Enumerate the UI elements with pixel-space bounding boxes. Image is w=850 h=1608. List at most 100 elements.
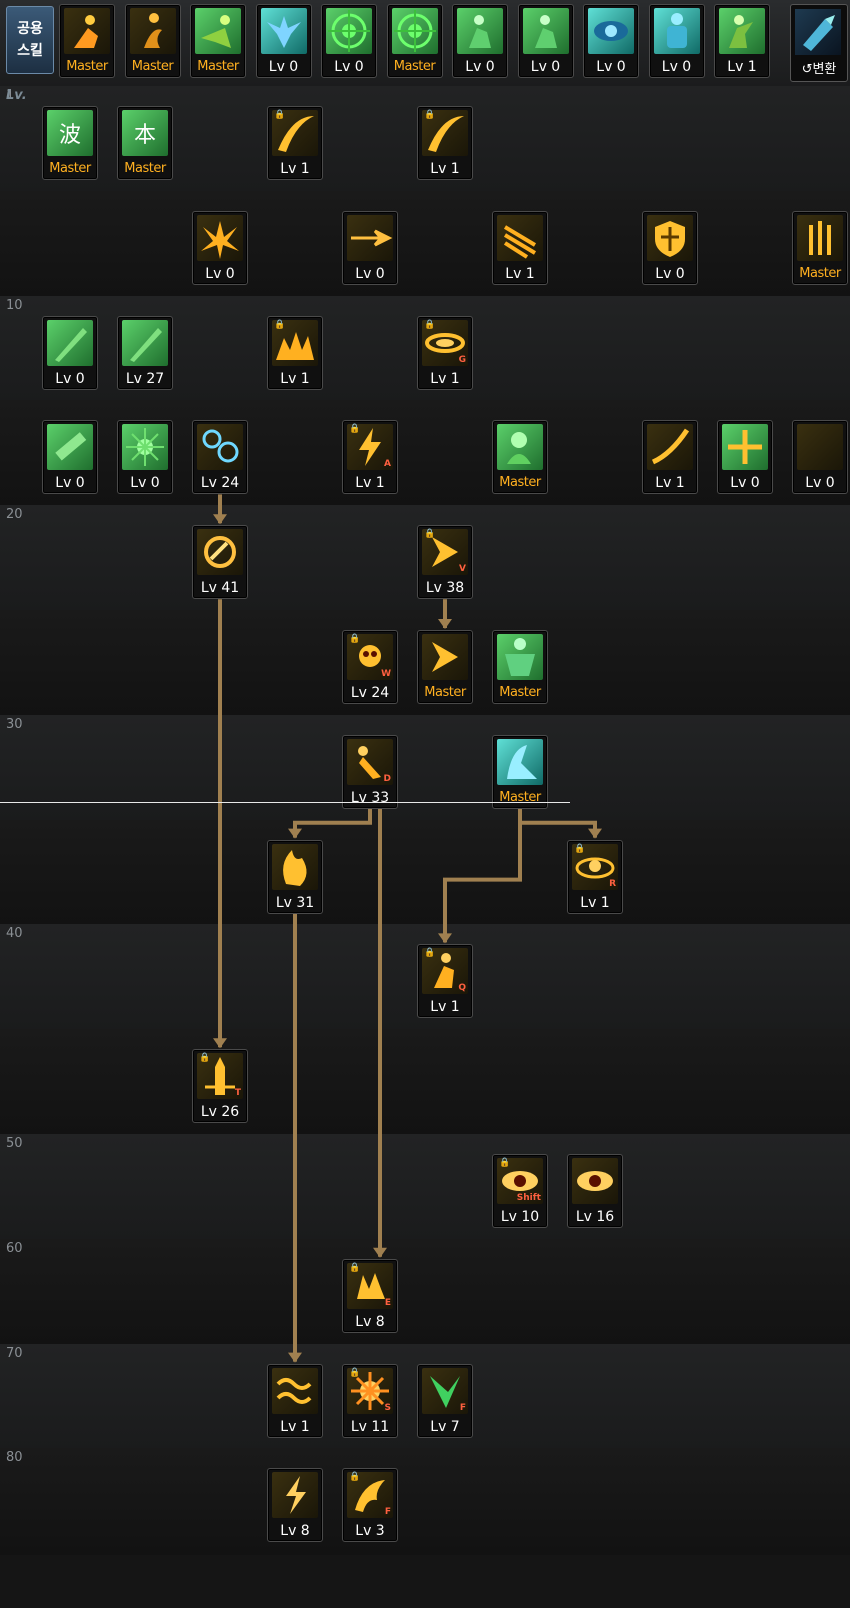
skill-slot[interactable]: Lv 27 (117, 315, 173, 390)
target-icon (326, 8, 372, 54)
skill-level-label: Lv 1 (580, 894, 610, 911)
skill-slot[interactable]: Lv 16 (567, 1154, 623, 1228)
lock-icon: 🔒 (499, 1158, 511, 1168)
lock-icon: 🔒 (274, 110, 286, 120)
rising-figure-icon (64, 8, 110, 54)
skill-level-label: Master (197, 59, 239, 74)
skill-level-label: Master (499, 685, 541, 700)
skill-level-label: Lv 33 (350, 789, 390, 806)
skill-slot[interactable]: 🔒 Lv 1 (267, 106, 323, 180)
skill-slot[interactable]: Lv 0 (192, 210, 248, 285)
hotkey-badge: W (381, 669, 391, 679)
sword-icon (47, 319, 93, 366)
shared-skill-slot[interactable]: Lv 0 (517, 4, 574, 78)
level-number: 70 (6, 1345, 23, 1361)
shared-skill-slot[interactable]: Lv 0 (255, 4, 312, 78)
swap-skill-icon (795, 9, 841, 55)
skill-slot[interactable]: Lv 31 (267, 839, 323, 914)
skill-slot[interactable]: Lv 0 (42, 420, 98, 495)
convert-button[interactable]: ↺변환 (790, 4, 848, 82)
shared-skill-slot[interactable]: Master (59, 4, 115, 78)
lock-icon: 🔒 (424, 319, 436, 330)
skill-slot[interactable]: Lv 0 (642, 210, 698, 285)
skill-level-label: Lv 0 (596, 59, 626, 75)
shared-skill-slot[interactable]: Lv 1 (714, 4, 770, 78)
shared-label-line1: 공용 (17, 21, 43, 37)
hotkey-badge: Shift (516, 1193, 541, 1203)
chevron-dash-icon (422, 634, 468, 680)
skill-slot[interactable]: Lv 1 (642, 420, 698, 495)
skill-slot[interactable]: Lv 0 (792, 420, 848, 495)
skill-slot[interactable]: Lv 24 (192, 420, 248, 495)
skill-slot[interactable]: Master (492, 734, 548, 809)
level-number: 20 (6, 507, 23, 523)
skill-slot[interactable]: Master (417, 630, 473, 704)
skill-slot[interactable]: 🔒Lv 1 (417, 106, 473, 180)
skill-level-label: Lv 24 (200, 475, 240, 492)
skill-level-label: Lv 0 (530, 59, 561, 75)
skill-slot[interactable]: Lv 0 (42, 315, 98, 390)
claw-strike-icon (497, 214, 543, 261)
skill-slot[interactable]: Lv 1 (492, 210, 548, 285)
lock-icon: 🔒 (349, 424, 361, 435)
skill-slot[interactable]: Lv 8 (267, 1468, 323, 1543)
skill-slot[interactable]: Master (492, 420, 548, 495)
lightning-icon (347, 424, 393, 471)
lock-icon: 🔒 (574, 843, 586, 854)
pillar-flame-icon (197, 1053, 243, 1100)
lightning-fist-icon (272, 1472, 318, 1519)
skill-level-label: Lv 0 (205, 265, 235, 282)
skill-level-label: Lv 1 (280, 161, 310, 177)
shared-skill-slot[interactable]: Master (190, 4, 246, 78)
skill-level-label: Master (66, 59, 108, 74)
orbit-strike-icon (572, 843, 618, 890)
shared-skill-slot[interactable]: Master (124, 4, 181, 78)
skill-level-label: Master (49, 161, 91, 176)
eye-icon (572, 1158, 618, 1204)
skull-flame-icon (347, 634, 393, 680)
shared-skill-slot[interactable]: Lv 0 (321, 4, 377, 78)
shared-skill-slot[interactable]: Master (386, 4, 443, 78)
triple-arrow-icon (797, 214, 843, 261)
level-column-heading: Lv. (6, 88, 27, 103)
shared-skill-slot[interactable]: Lv 0 (452, 4, 508, 78)
skill-slot[interactable]: Lv 41 (192, 525, 248, 600)
blade-icon (47, 424, 93, 471)
hotkey-badge: E (384, 1297, 391, 1308)
flame-wave-icon (272, 319, 318, 366)
shared-skill-slot[interactable]: Lv 0 (648, 4, 705, 78)
skill-slot[interactable]: 🔒Lv 1 (267, 315, 323, 390)
lock-icon: 🔒 (424, 110, 436, 120)
burst-icon (197, 214, 243, 261)
dragon-strike-icon (347, 1472, 393, 1519)
skill-slot[interactable]: Master (792, 210, 848, 285)
skill-level-label: Lv 1 (727, 59, 757, 75)
skill-slot[interactable]: Lv 1 (267, 1363, 323, 1438)
skill-slot[interactable]: Master (492, 630, 548, 704)
dash-figure-icon (195, 8, 241, 54)
throwing-figure-icon (719, 8, 765, 54)
shared-skill-tab-button[interactable]: 공용 스킬 (6, 6, 54, 74)
shield-icon (647, 214, 693, 261)
skill-slot[interactable]: Lv 0 (117, 420, 173, 495)
skill-slot[interactable]: Lv 0 (342, 210, 398, 285)
shared-skill-slot[interactable]: Lv 0 (583, 4, 639, 78)
skill-slot[interactable]: Lv 0 (717, 420, 773, 495)
level-number: 1 (6, 88, 15, 103)
skill-level-label: Lv 8 (280, 1523, 310, 1540)
